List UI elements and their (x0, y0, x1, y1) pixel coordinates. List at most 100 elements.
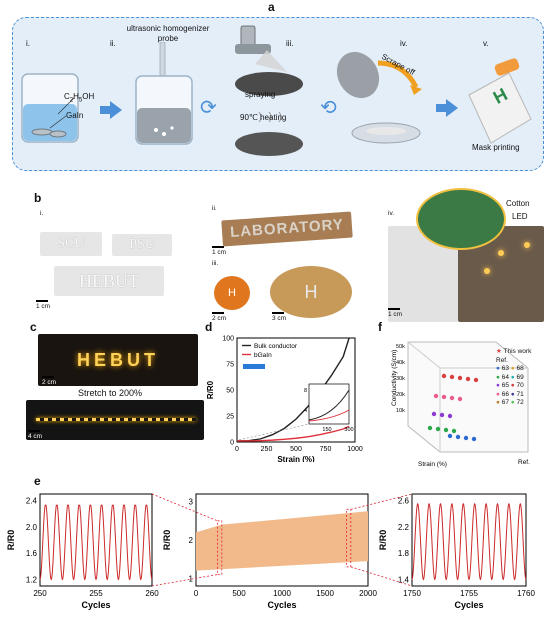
d-xlabel: Strain (%) (277, 455, 315, 462)
step-ii-label: ii. (110, 39, 116, 48)
spraying-label: spraying (245, 90, 276, 99)
scale-b-iv: 1 cm (388, 308, 402, 318)
e-mid-band (196, 511, 368, 571)
cotton-zoom-inset (416, 188, 506, 250)
step-i-label: i. (26, 39, 30, 48)
scale-b-i: 1 cm (36, 300, 50, 310)
e-mid-xtick: 1000 (273, 589, 291, 598)
f-row-green (427, 425, 457, 434)
small-balloon: H (214, 276, 250, 310)
panel-b-iii-label: iii. (212, 260, 219, 267)
mask-printing-illustration (468, 58, 532, 144)
d-series-bulk (236, 337, 350, 442)
d-xtick: 0 (235, 446, 239, 453)
d-xtick: 250 (261, 446, 273, 453)
f-zlabel: Conductivity (S/cm) (391, 350, 398, 406)
e-mid-zoom-left (217, 520, 223, 575)
e-mid-xtick: 500 (232, 589, 246, 598)
panel-c-label: c (30, 320, 37, 334)
beaker-2-illustration (135, 42, 193, 145)
large-balloon: H (270, 266, 352, 318)
cotton-label: Cotton (506, 199, 530, 208)
d-inset-ytick: 4 (304, 408, 307, 414)
panel-b-iv-label: iv. (388, 210, 395, 217)
laboratory-sample: LABORATORY (221, 211, 353, 247)
e-right-ytick: 2.2 (398, 523, 410, 532)
step-iii-label: iii. (286, 39, 294, 48)
panel-b-label: b (34, 191, 42, 205)
e-right-xlabel: Cycles (454, 600, 483, 610)
d-xtick: 1000 (347, 446, 363, 453)
e-right-xtick: 1760 (517, 589, 535, 598)
e-connector (151, 493, 218, 522)
scale-b-ii: 1 cm (212, 246, 226, 256)
e-right-ytick: 1.4 (398, 575, 410, 584)
flow-arrow-1 (100, 106, 110, 114)
mask-printing-label: Mask printing (472, 143, 520, 152)
e-mid-xtick: 2000 (359, 589, 377, 598)
d-legend-label: Bulk conductor (254, 343, 298, 350)
e-right-series (411, 502, 527, 581)
f-row-blue (447, 433, 477, 442)
e-right-ytick: 2.6 (398, 497, 410, 506)
f-ztick-5: 50k (396, 344, 405, 350)
e-right-ylabel: R/R0 (378, 530, 388, 551)
galn-label: GaIn (66, 111, 84, 120)
f-row-purple (431, 411, 453, 419)
panel-e-label: e (34, 474, 41, 488)
e-left-frame (39, 493, 153, 587)
led-label: LED (512, 212, 528, 221)
e-mid-ytick: 3 (189, 498, 194, 507)
d-inset-ytick: 8 (304, 388, 307, 394)
f-legend: ★ This work Ref. ● 63 ● 68 ● 64 ● 69 ● 6… (496, 348, 532, 406)
e-left-ytick: 1.6 (26, 549, 38, 558)
panel-b-ii-label: ii. (212, 205, 217, 212)
e-left-xtick: 255 (89, 589, 103, 598)
e-left-xtick: 250 (33, 589, 47, 598)
panel-d-label: d (205, 320, 213, 334)
f-row-red (441, 373, 479, 383)
beaker-1-illustration (21, 73, 79, 143)
probe-title: ultrasonic homogenizer probe (126, 24, 210, 43)
f-xlabel: Strain (%) (418, 461, 447, 468)
f-ztick-3: 30k (396, 376, 405, 382)
f-row-pink (433, 393, 463, 402)
scale-c-top: 2 cm (42, 376, 56, 386)
scale-b-iii-a: 2 cm (212, 312, 226, 322)
d-ytick: 0 (230, 440, 234, 447)
scale-b-iii-b: 3 cm (272, 312, 286, 322)
panel-a-label: a (268, 0, 275, 14)
step-iv-label: iv. (400, 39, 408, 48)
e-mid-ytick: 2 (189, 536, 194, 545)
d-sample-icon (243, 364, 265, 369)
f-ztick-2: 20k (396, 392, 405, 398)
e-left-series (39, 504, 153, 581)
f-ztick-1: 10k (396, 408, 405, 414)
e-mid-ylabel: R/R0 (162, 530, 172, 551)
psu-sample: PSU (112, 234, 172, 256)
d-xtick: 750 (320, 446, 332, 453)
d-inset-bulk (308, 389, 350, 421)
e-mid-zoom-right (346, 508, 352, 568)
e-left-ytick: 2.0 (26, 523, 38, 532)
panel-f-label: f (378, 320, 382, 334)
e-left-xtick: 260 (145, 589, 159, 598)
scrape-illustration (336, 51, 422, 144)
flow-arrow-2 (436, 104, 446, 112)
e-mid-xtick: 0 (194, 589, 199, 598)
f-ztick-4: 40k (396, 360, 405, 366)
heating-label: 90℃ heating (240, 113, 287, 122)
e-right-ytick: 1.8 (398, 549, 410, 558)
flow-arrow-2-head (446, 99, 458, 117)
e-connector (350, 566, 413, 587)
d-legend-label: bGaIn (254, 352, 272, 359)
solvent-label: C2H5OH (64, 92, 95, 104)
e-right-frame (411, 493, 527, 587)
step-v-label: v. (483, 39, 489, 48)
stretch-label: Stretch to 200% (78, 388, 143, 398)
scale-c-bottom: 4 cm (28, 430, 42, 440)
e-connector (151, 574, 218, 587)
e-right-xtick: 1750 (403, 589, 421, 598)
